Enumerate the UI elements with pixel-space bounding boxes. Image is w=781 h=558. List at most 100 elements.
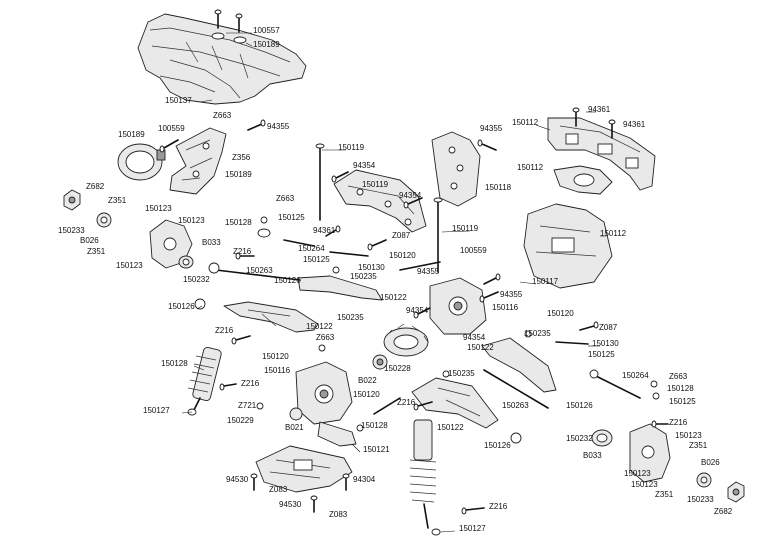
part-label: 150125 [303,255,330,264]
part-label: 94304 [353,475,376,484]
part-label: 150119 [452,224,479,233]
part-label: 150128 [361,421,388,430]
part-label: 94354 [353,161,376,170]
part-label: B026 [80,236,99,245]
part-label: 150118 [485,183,512,192]
part-label: 150121 [363,445,390,454]
part-label: Z083 [269,485,288,494]
part-label: 150117 [532,277,559,286]
part-label: 150125 [669,397,696,406]
part-label: 150233 [58,226,85,235]
part-label: 94361 [313,226,336,235]
part-label: 150127 [143,406,170,415]
part-label: 150235 [448,369,475,378]
part-label: 150189 [225,170,252,179]
part-label: 150189 [118,130,145,139]
shaft-rod [315,143,443,273]
part-label: Z087 [392,231,411,240]
part-label: 150126 [168,302,195,311]
part-label: 150116 [492,303,519,312]
part-label: B026 [701,458,720,467]
part-label: Z216 [669,418,688,427]
part-label: 150128 [667,384,694,393]
part-label: Z216 [233,247,252,256]
part-label: Z351 [655,490,674,499]
center-drive-shaft [373,369,549,415]
skid-brace [317,421,357,447]
part-label: 150229 [227,416,254,425]
part-label: 150123 [631,480,658,489]
part-label: Z216 [489,502,508,511]
part-label: 150264 [298,244,325,253]
front-arm-lower [411,377,499,429]
part-label: 150235 [350,272,377,281]
part-label: 94354 [399,191,422,200]
part-label: 94354 [406,306,429,315]
part-label: Z721 [238,401,257,410]
part-label: 150112 [512,118,539,127]
ring-mount [117,143,166,181]
part-label: Z663 [276,194,295,203]
part-label: 150123 [624,469,651,478]
bumper-clamp [553,165,613,195]
skid-plate [255,445,353,493]
part-label: 94355 [267,122,290,131]
part-label: 94361 [623,120,646,129]
upper-link-arm-left [297,275,383,301]
part-label: 150116 [264,366,291,375]
part-label: 150263 [246,266,273,275]
rear-hub-carrier-left [149,219,194,269]
part-label: 150235 [337,313,364,322]
part-label: 94530 [279,500,302,509]
part-label: 150123 [675,431,702,440]
rear-shock-left [187,346,222,416]
part-label: 150112 [600,229,627,238]
part-label: Z087 [599,323,618,332]
part-label: 150122 [306,322,333,331]
part-label: 150126 [566,401,593,410]
part-label: 94355 [417,267,440,276]
part-label: 150137 [165,96,192,105]
part-label: B021 [285,423,304,432]
part-label: 100559 [158,124,185,133]
rear-wing [137,13,307,105]
part-label: 150263 [502,401,529,410]
part-label: 150112 [517,163,544,172]
part-label: 100557 [253,26,280,35]
part-label: 150126 [484,441,511,450]
part-label: 150120 [389,251,416,260]
part-label: 100559 [460,246,487,255]
shock-tower-rear [333,169,427,233]
part-label: 150128 [161,359,188,368]
rear-arm-left [223,301,319,333]
shock-tower-front [431,131,481,207]
part-label: 150233 [687,495,714,504]
part-label: 94361 [588,105,611,114]
part-label: 150125 [278,213,305,222]
front-hub-carrier-right [591,423,671,483]
part-label: Z682 [86,182,105,191]
part-label: B022 [358,376,377,385]
part-label: 150264 [622,371,649,380]
part-label: 150128 [225,218,252,227]
part-label: Z216 [215,326,234,335]
pinion-gear [372,354,388,370]
part-label: 150126 [274,276,301,285]
part-label: 150130 [358,263,385,272]
part-label: Z351 [108,196,127,205]
part-label: 150120 [547,309,574,318]
part-label: 150127 [459,524,486,533]
part-label: Z216 [241,379,260,388]
part-label: Z356 [232,153,251,162]
part-label: Z663 [316,333,335,342]
part-label: Z663 [213,111,232,120]
part-label: 150123 [116,261,143,270]
diff-gear [383,323,429,357]
part-label: 150122 [467,343,494,352]
diff-housing-front [429,277,487,335]
part-label: 150120 [262,352,289,361]
front-bulkhead [523,203,613,289]
part-label: B033 [202,238,221,247]
part-label: 150232 [566,434,593,443]
